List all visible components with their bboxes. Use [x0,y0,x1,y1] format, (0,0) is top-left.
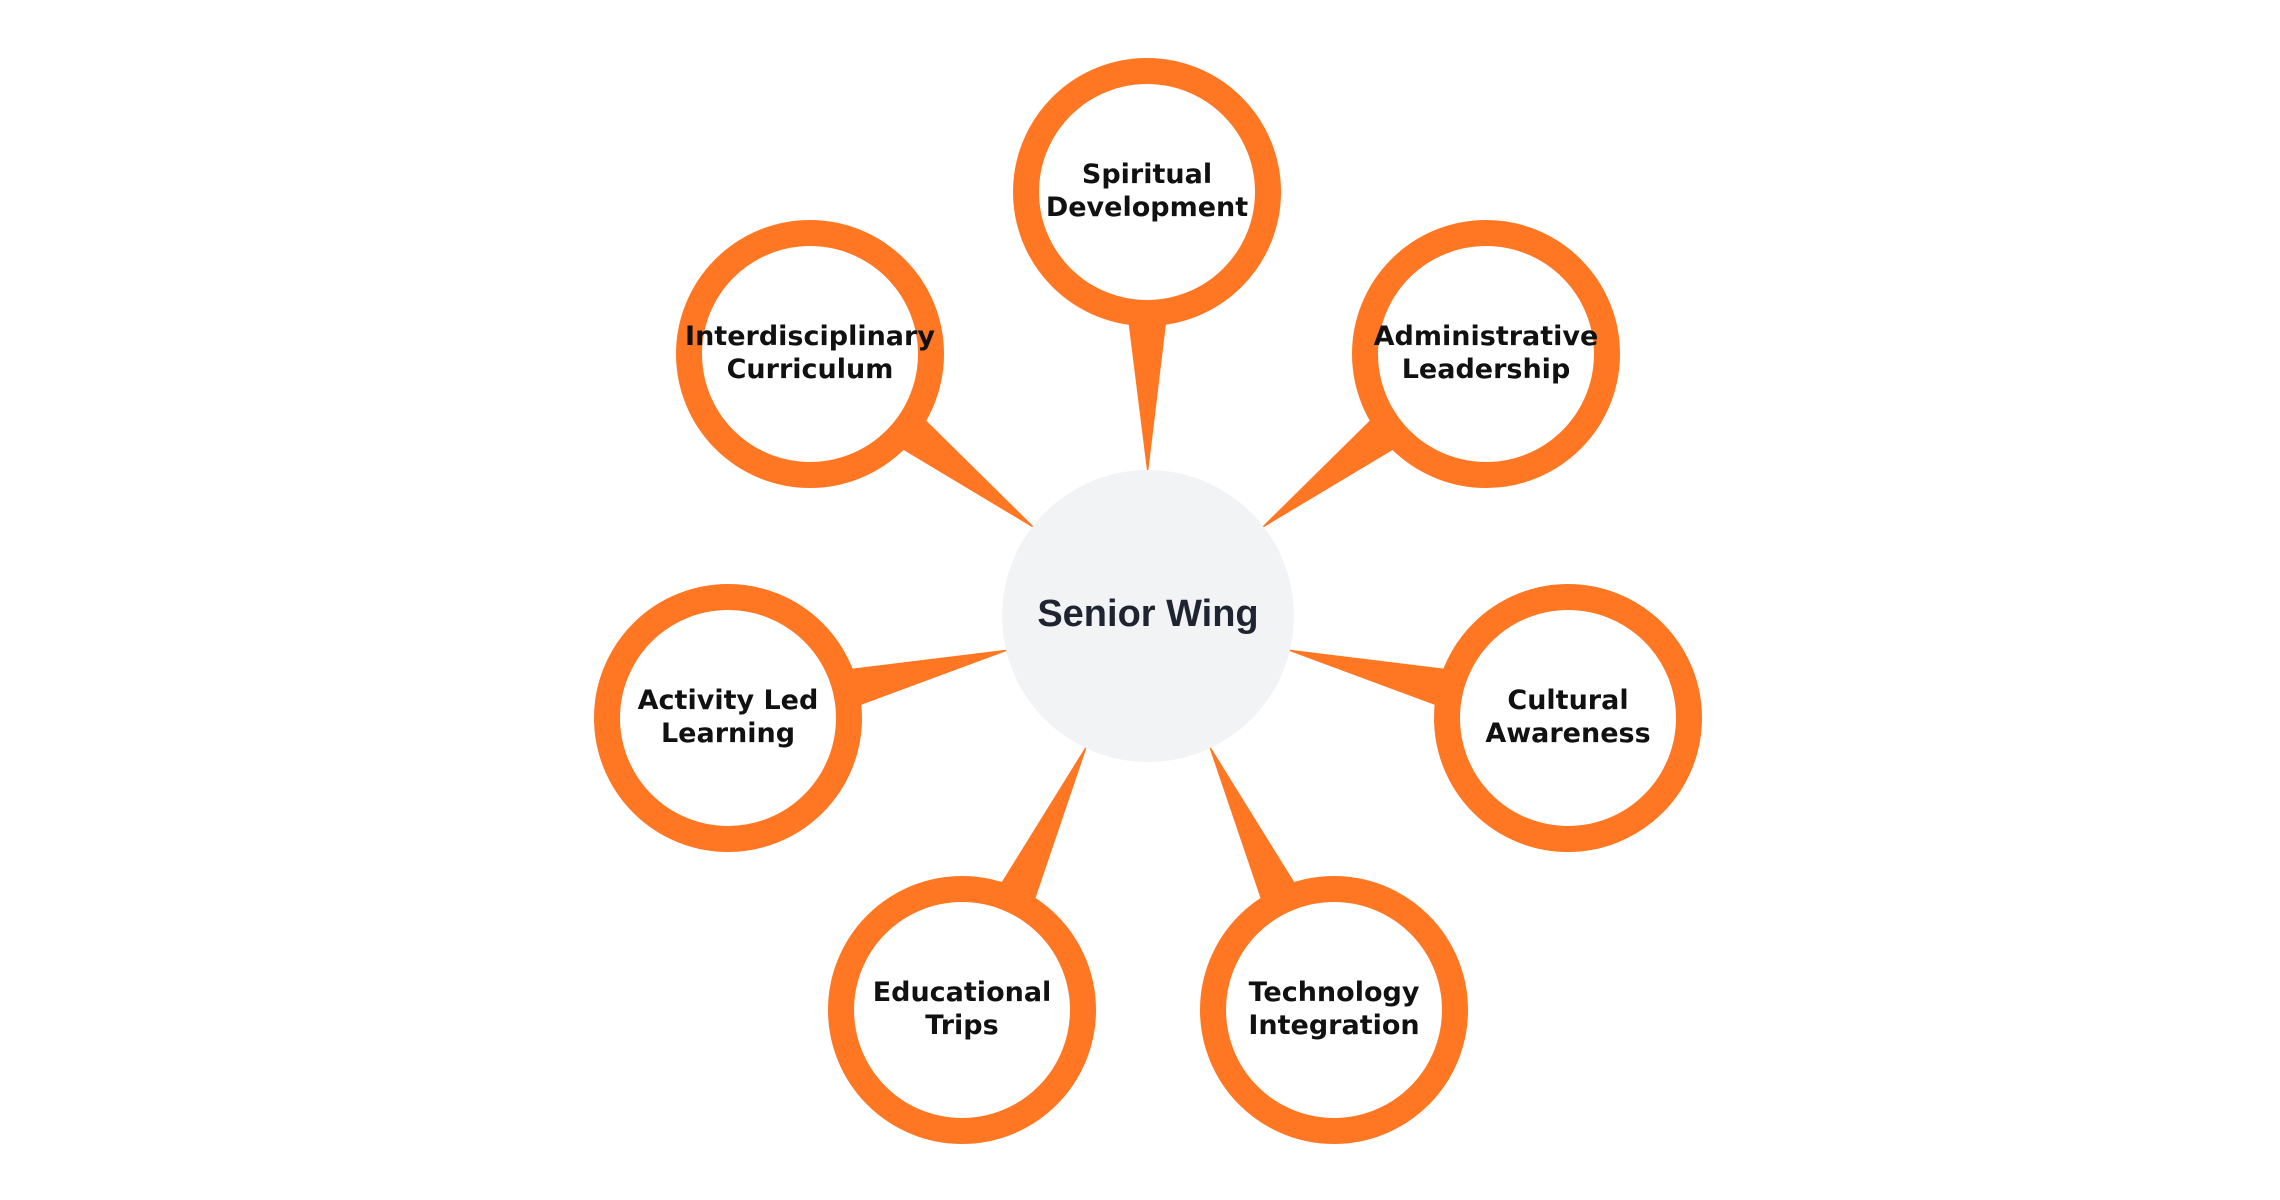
spoke-activity-led-learning [840,649,1012,709]
nodes-layer: SpiritualDevelopmentAdministrativeLeader… [594,58,1702,1144]
node-label-administrative-leadership-line-2: Leadership [1402,354,1571,385]
spoke-interdisciplinary-curriculum [893,412,1038,531]
node-label-technology-integration-line-2: Integration [1248,1010,1419,1041]
center-label: Senior Wing [1037,593,1258,635]
node-label-spiritual-development-line-2: Development [1046,192,1248,223]
node-ring-educational-trips [828,876,1096,1144]
node-ring-spiritual-development [1013,58,1281,326]
node-label-administrative-leadership-line-1: Administrative [1374,321,1599,352]
node-ring-interdisciplinary-curriculum [676,220,944,488]
node-label-educational-trips-line-2: Trips [925,1010,998,1041]
node-label-spiritual-development-line-1: Spiritual [1082,159,1212,190]
center-circle [1002,470,1294,762]
node-label-educational-trips-line-1: Educational [873,977,1052,1008]
node-label-interdisciplinary-curriculum-line-1: Interdisciplinary [685,321,935,352]
node-label-interdisciplinary-curriculum-line-2: Curriculum [727,354,894,385]
node-label-cultural-awareness-line-1: Cultural [1507,685,1628,716]
node-ring-technology-integration [1200,876,1468,1144]
node-ring-activity-led-learning [594,584,862,852]
spoke-administrative-leadership [1258,412,1403,531]
spoke-technology-integration [1207,742,1301,910]
center-hub: Senior Wing [1002,470,1294,762]
node-label-activity-led-learning-line-1: Activity Led [638,685,819,716]
spoke-educational-trips [995,742,1089,910]
node-label-activity-led-learning-line-2: Learning [661,718,795,749]
spoke-spiritual-development [1127,312,1168,477]
node-label-cultural-awareness-line-2: Awareness [1485,718,1650,749]
node-ring-cultural-awareness [1434,584,1702,852]
node-ring-administrative-leadership [1352,220,1620,488]
spoke-cultural-awareness [1284,649,1456,709]
spokes-layer [840,312,1456,910]
node-label-technology-integration-line-1: Technology [1249,977,1420,1008]
